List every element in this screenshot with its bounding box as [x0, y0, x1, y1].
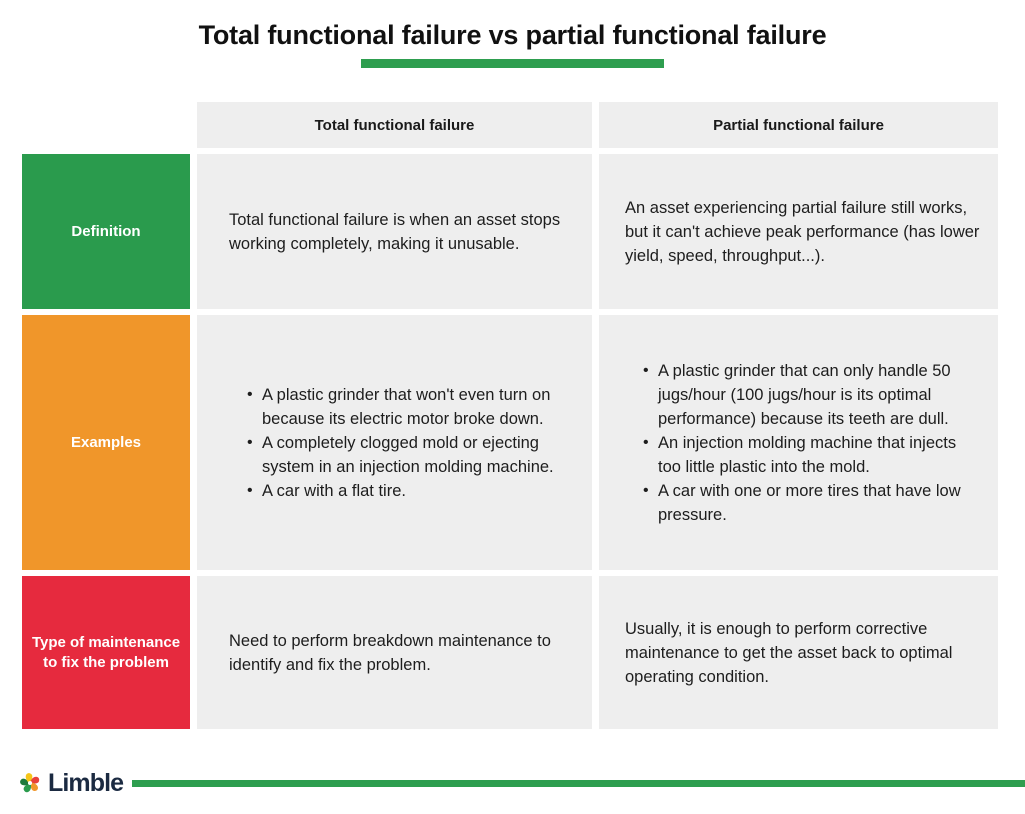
cell-definition-total-text: Total functional failure is when an asse… [229, 210, 561, 253]
list-item: An injection molding machine that inject… [643, 431, 980, 479]
list-item: A plastic grinder that won't even turn o… [247, 383, 566, 431]
header-corner-spacer [22, 102, 190, 148]
footer: Limble [0, 766, 1025, 800]
table-row: Definition Total functional failure is w… [22, 154, 998, 309]
cell-definition-total: Total functional failure is when an asse… [197, 154, 592, 309]
cell-examples-total: A plastic grinder that won't even turn o… [197, 315, 592, 570]
row-label-maintenance: Type of maintenance to fix the problem [22, 576, 190, 729]
title-underline-rule [361, 59, 664, 68]
limble-pinwheel-icon [17, 770, 43, 796]
column-header-partial-label: Partial functional failure [713, 116, 884, 134]
column-header-total-label: Total functional failure [314, 116, 475, 134]
list-item: A car with one or more tires that have l… [643, 479, 980, 527]
bullet-list-examples-partial: A plastic grinder that can only handle 5… [625, 359, 980, 527]
cell-definition-partial: An asset experiencing partial failure st… [599, 154, 998, 309]
row-label-examples-text: Examples [70, 433, 142, 451]
table-row: Examples A plastic grinder that won't ev… [22, 315, 998, 570]
table-row: Type of maintenance to fix the problem N… [22, 576, 998, 729]
cell-maintenance-partial: Usually, it is enough to perform correct… [599, 576, 998, 729]
footer-rule [132, 779, 1025, 787]
title-block: Total functional failure vs partial func… [0, 18, 1025, 68]
row-label-maintenance-text: Type of maintenance to fix the problem [31, 633, 181, 671]
bullet-list-examples-total: A plastic grinder that won't even turn o… [229, 383, 566, 503]
comparison-table: Total functional failure Partial functio… [22, 102, 998, 729]
cell-maintenance-partial-text: Usually, it is enough to perform correct… [625, 619, 953, 686]
list-item: A completely clogged mold or ejecting sy… [247, 431, 566, 479]
table-header-row: Total functional failure Partial functio… [22, 102, 998, 148]
brand-logo: Limble [17, 769, 124, 797]
list-item: A car with a flat tire. [247, 479, 566, 503]
cell-maintenance-total-text: Need to perform breakdown maintenance to… [229, 631, 551, 674]
cell-maintenance-total: Need to perform breakdown maintenance to… [197, 576, 592, 729]
column-header-partial: Partial functional failure [599, 102, 998, 148]
brand-name: Limble [48, 769, 124, 797]
page-title: Total functional failure vs partial func… [198, 20, 827, 50]
row-label-definition-text: Definition [71, 222, 141, 240]
cell-definition-partial-text: An asset experiencing partial failure st… [625, 198, 980, 265]
list-item: A plastic grinder that can only handle 5… [643, 359, 980, 431]
row-label-examples: Examples [22, 315, 190, 570]
row-label-definition: Definition [22, 154, 190, 309]
column-header-total: Total functional failure [197, 102, 592, 148]
cell-examples-partial: A plastic grinder that can only handle 5… [599, 315, 998, 570]
